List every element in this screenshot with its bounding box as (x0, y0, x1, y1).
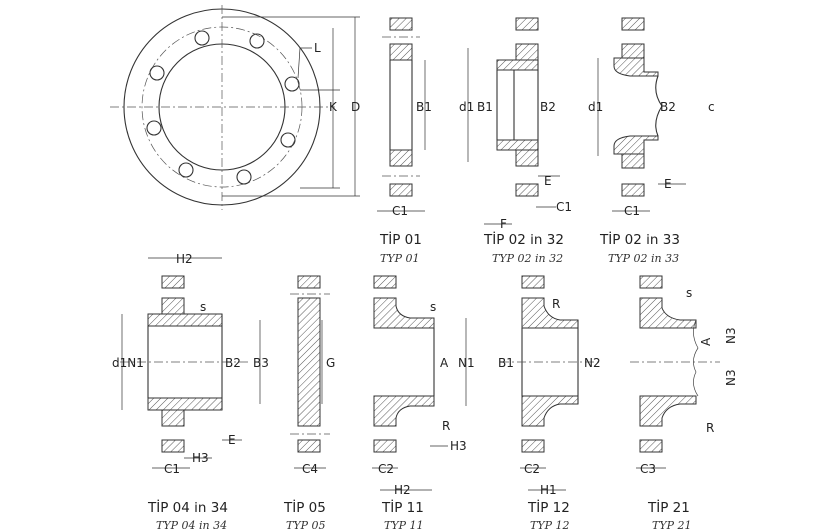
caption-tip-21: TİP 21 (647, 498, 690, 516)
caption-typ-02-in-32: TYP 02 in 32 (492, 252, 563, 265)
label-s: s (686, 286, 692, 300)
caption-typ-05: TYP 05 (286, 519, 326, 532)
section-tip-11: s A N1 R H3 C2 H2 TİP 11 TYP 11 (372, 275, 475, 532)
label-d1N1: d1N1 (112, 356, 144, 370)
label-d1: d1 (459, 100, 474, 114)
label-N1: N1 (458, 356, 475, 370)
caption-typ-04-in-34: TYP 04 in 34 (156, 519, 227, 532)
label-H2: H2 (176, 252, 193, 266)
caption-typ-02-in-33: TYP 02 in 33 (608, 252, 679, 265)
label-K: K (329, 100, 338, 114)
label-E: E (544, 174, 552, 188)
label-B2: B2 (225, 356, 241, 370)
section-tip-01: B1 C1 TİP 01 TYP 01 (377, 17, 432, 265)
label-A: A (699, 337, 713, 346)
label-C1: C1 (164, 462, 180, 476)
label-d1: d1 (588, 100, 603, 114)
label-B1: B1 (498, 356, 514, 370)
caption-typ-11: TYP 11 (384, 519, 424, 532)
section-tip-02-in-33: d1 B2 E C1 TİP 02 in 33 TYP 02 in 33 c (588, 17, 715, 265)
label-H3: H3 (450, 439, 467, 453)
caption-tip-02-in-32: TİP 02 in 32 (483, 230, 564, 248)
caption-tip-05: TİP 05 (283, 498, 326, 516)
label-B1: B1 (416, 100, 432, 114)
label-F: F (500, 217, 507, 231)
label-R: R (442, 419, 450, 433)
label-R: R (552, 297, 560, 311)
label-H3: H3 (192, 451, 209, 465)
section-tip-21: s A N3 N3 R C3 TİP 21 TYP 21 (630, 275, 738, 532)
label-R: R (706, 421, 714, 435)
section-tip-12: R B1 N2 C2 H1 TİP 12 TYP 12 (498, 275, 601, 532)
label-E: E (664, 177, 672, 191)
label-H2: H2 (394, 483, 411, 497)
label-C2: C2 (524, 462, 540, 476)
label-B1: B1 (477, 100, 493, 114)
label-D: D (351, 100, 360, 114)
bolt-holes (146, 30, 300, 185)
label-B2: B2 (540, 100, 556, 114)
edge-mark: c (708, 100, 715, 114)
label-E: E (228, 433, 236, 447)
label-N3-lower: N3 (724, 369, 738, 386)
caption-typ-21: TYP 21 (652, 519, 692, 532)
label-N2: N2 (584, 356, 601, 370)
label-H1: H1 (540, 483, 557, 497)
label-C3: C3 (640, 462, 656, 476)
label-G: G (326, 356, 335, 370)
section-tip-05: G C4 TİP 05 TYP 05 (283, 275, 335, 532)
section-tip-04-in-34: H2 s d1N1 B2 B3 E H3 C1 TİP 04 in 34 TYP… (112, 252, 269, 532)
label-N3-upper: N3 (724, 327, 738, 344)
label-C4: C4 (302, 462, 318, 476)
section-tip-02-in-32: d1 B1 B2 E F C1 TİP 02 in 32 TYP 02 in 3… (459, 17, 572, 265)
caption-typ-01: TYP 01 (380, 252, 420, 265)
caption-tip-04-in-34: TİP 04 in 34 (147, 498, 228, 516)
label-B2: B2 (660, 100, 676, 114)
label-C2: C2 (378, 462, 394, 476)
flange-front-view: L K D (110, 5, 360, 210)
label-C1: C1 (624, 204, 640, 218)
caption-tip-11: TİP 11 (381, 498, 424, 516)
label-s: s (430, 300, 436, 314)
label-C1: C1 (392, 204, 408, 218)
caption-typ-12: TYP 12 (530, 519, 570, 532)
label-s: s (200, 300, 206, 314)
caption-tip-12: TİP 12 (527, 498, 570, 516)
caption-tip-02-in-33: TİP 02 in 33 (599, 230, 680, 248)
label-C1: C1 (556, 200, 572, 214)
label-L: L (314, 41, 321, 55)
label-B3: B3 (253, 356, 269, 370)
label-A: A (440, 356, 449, 370)
caption-tip-01: TİP 01 (379, 230, 422, 248)
